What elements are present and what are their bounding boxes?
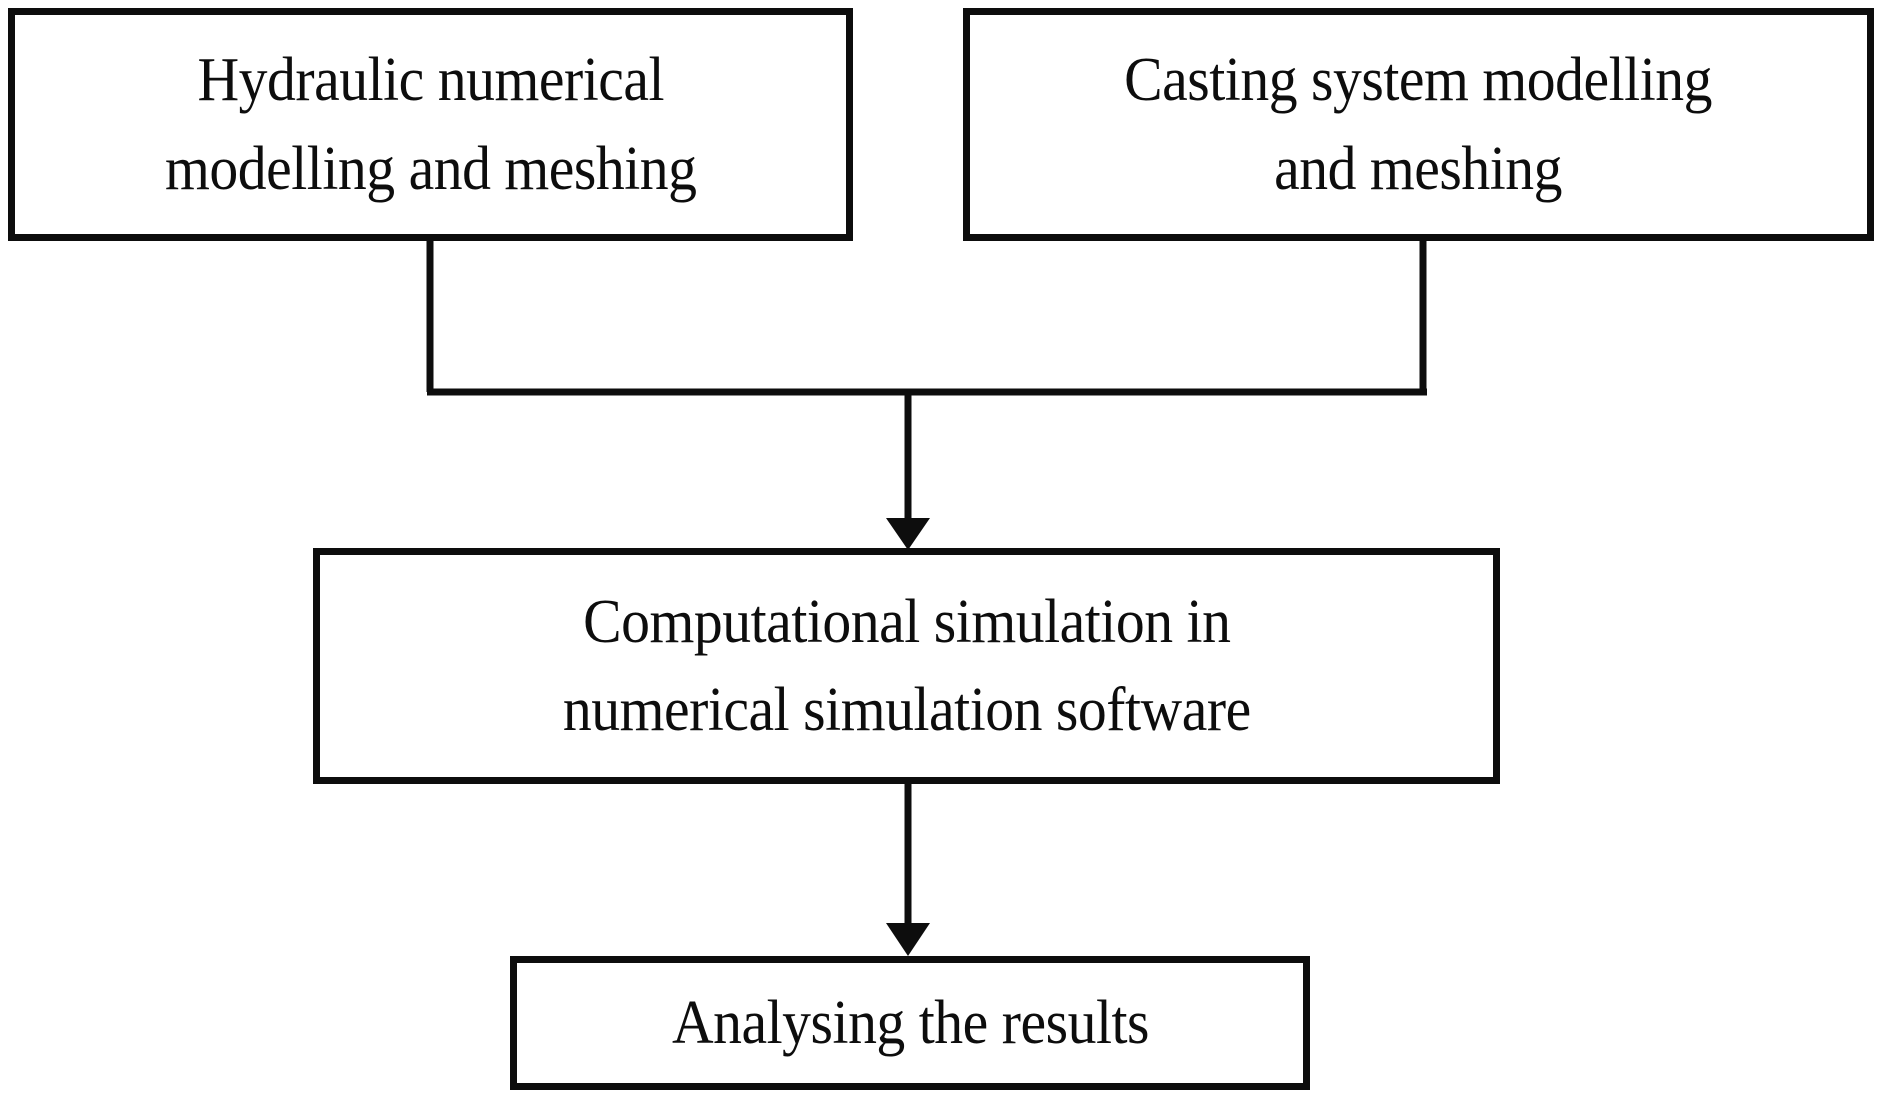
node-label: Analysing the results xyxy=(671,988,1149,1057)
arrowhead-to-simulation xyxy=(886,518,930,550)
arrowhead-to-analysing xyxy=(886,923,930,956)
flowchart-node-analysing-results[interactable]: Analysing the results xyxy=(510,956,1310,1090)
flowchart-node-hydraulic-modelling[interactable]: Hydraulic numerical modelling and meshin… xyxy=(8,8,853,241)
node-label: Computational simulation in numerical si… xyxy=(562,587,1251,744)
flowchart-node-computational-simulation[interactable]: Computational simulation in numerical si… xyxy=(313,548,1500,784)
node-label: Hydraulic numerical modelling and meshin… xyxy=(164,46,697,203)
flowchart-node-casting-modelling[interactable]: Casting system modelling and meshing xyxy=(963,8,1874,241)
node-label: Casting system modelling and meshing xyxy=(1124,46,1713,203)
